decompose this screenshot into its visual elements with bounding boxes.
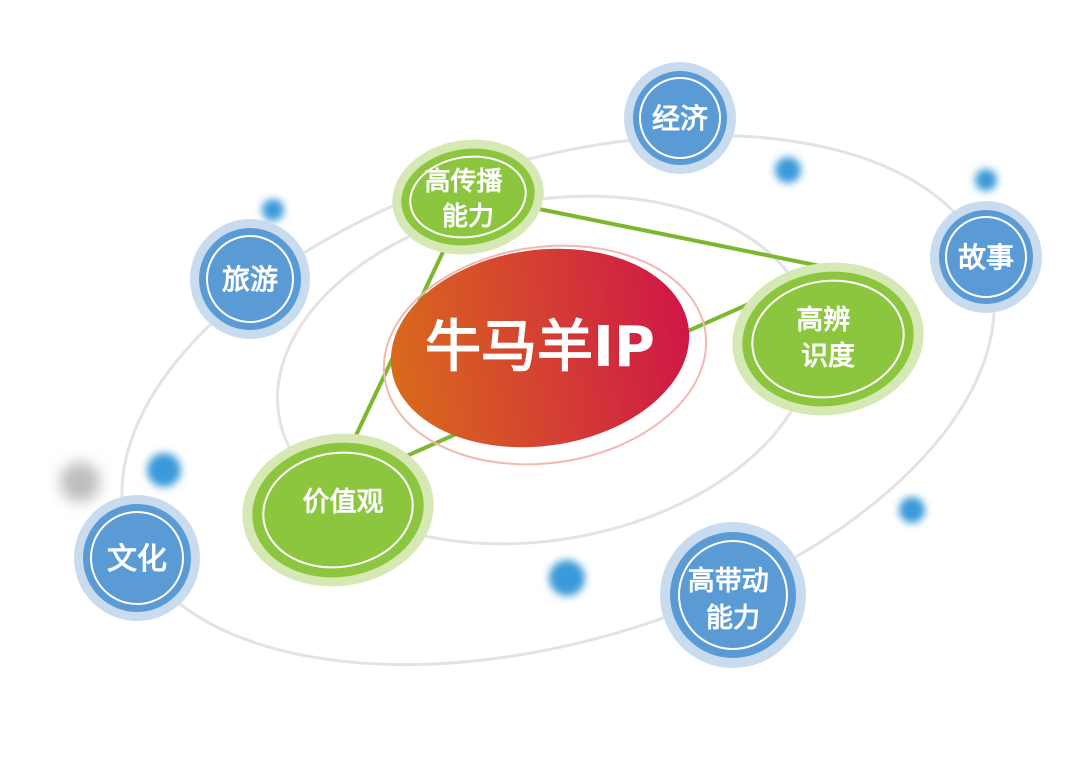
- decor-dot: [147, 453, 181, 487]
- decor-dot: [775, 157, 801, 183]
- center-label: 牛马羊IP: [425, 315, 655, 380]
- decor-dot: [975, 169, 997, 191]
- center-outline: [382, 244, 708, 466]
- node-label: 高带动 能力: [688, 565, 778, 634]
- node-ring: [678, 540, 788, 650]
- node-label: 高传播 能力: [424, 166, 511, 232]
- node-label: 故事: [958, 241, 1014, 274]
- node-label: 高辨 识度: [796, 304, 859, 372]
- node-label: 价值观: [303, 487, 384, 518]
- domain-node-economy: 经济: [624, 62, 736, 174]
- node-fill: [199, 228, 301, 330]
- decor-dot: [549, 560, 585, 596]
- domain-node-tourism: 旅游: [190, 219, 310, 339]
- node-ring: [945, 216, 1027, 298]
- node-fill: [633, 71, 727, 165]
- node-fill: [742, 271, 914, 407]
- node-ring: [262, 451, 414, 569]
- center-node: 牛马羊IP: [382, 244, 708, 466]
- node-label: 文化: [107, 542, 167, 577]
- node-ring: [639, 77, 721, 159]
- attribute-node-spread: 高传播 能力: [392, 139, 544, 255]
- node-ring: [206, 235, 294, 323]
- center-ellipse: [390, 248, 690, 448]
- domain-node-story: 故事: [930, 201, 1042, 313]
- node-label: 旅游: [222, 263, 278, 296]
- node-label: 经济: [652, 102, 709, 135]
- node-fill: [83, 504, 191, 612]
- decor-dot: [262, 199, 284, 221]
- domain-node-drive: 高带动 能力: [660, 522, 806, 668]
- node-ring: [409, 155, 527, 239]
- node-fill: [252, 442, 424, 578]
- attribute-node-values: 价值观: [242, 433, 434, 587]
- node-fill: [670, 532, 796, 658]
- node-ring: [90, 511, 184, 605]
- domain-node-culture: 文化: [74, 495, 200, 621]
- node-ring: [751, 279, 905, 399]
- attribute-node-recognizability: 高辨 识度: [732, 262, 924, 416]
- decor-dot: [899, 497, 925, 523]
- node-fill: [939, 210, 1033, 304]
- decor-dot: [60, 462, 100, 502]
- decor-dots: [60, 157, 997, 596]
- node-fill: [401, 148, 535, 246]
